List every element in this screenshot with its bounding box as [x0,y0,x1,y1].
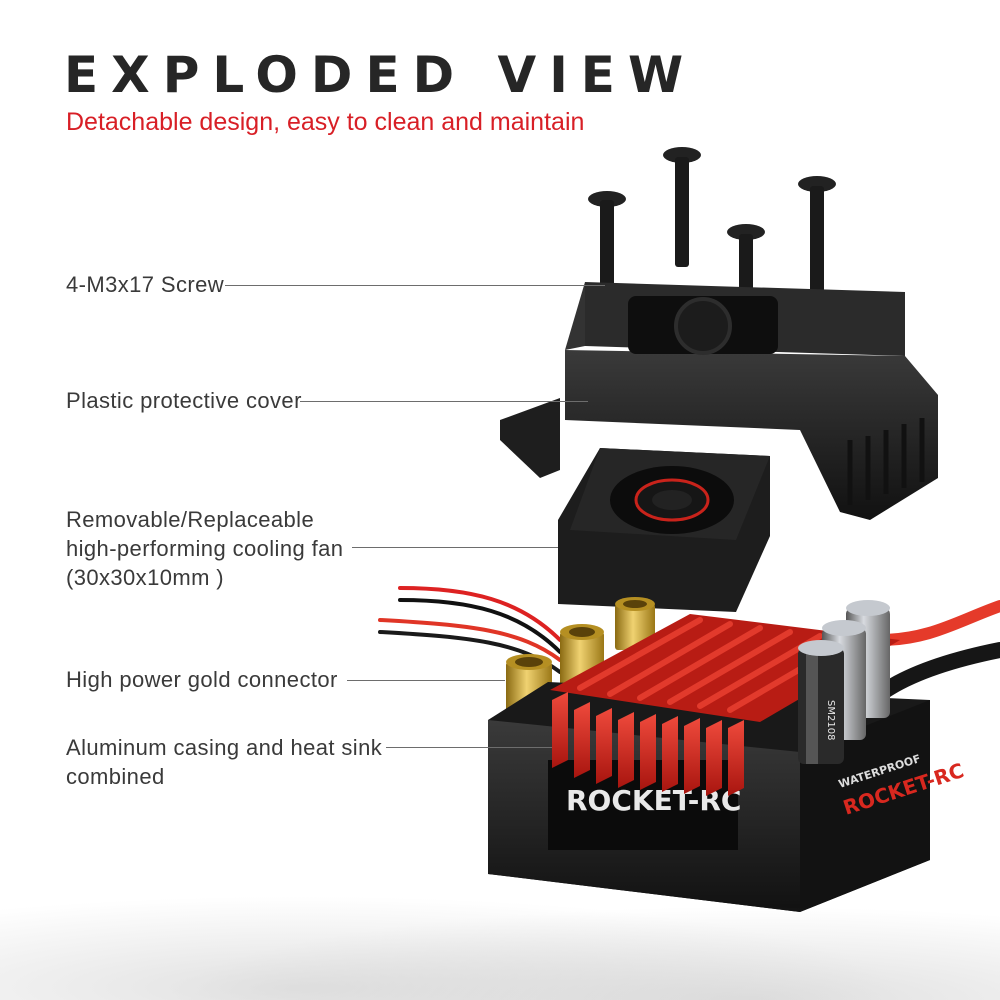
power-wires [378,586,1000,748]
callout-text: Removable/Replaceable [66,507,315,532]
callout-text: High power gold connector [66,667,338,692]
callout-screws: 4-M3x17 Screw [66,270,224,299]
cooling-fan-icon [558,448,770,612]
leader-line [386,747,552,748]
callout-text: Plastic protective cover [66,388,302,413]
page-title: EXPLODED VIEW [64,46,697,104]
callout-text: (30x30x10mm ) [66,565,225,590]
capacitor-label: SM2108 [825,700,836,740]
callout-heat-sink: Aluminum casing and heat sink combined [66,733,382,791]
page-subtitle: Detachable design, easy to clean and mai… [66,108,585,136]
leader-line [300,401,588,402]
callout-text: Aluminum casing and heat sink [66,735,383,760]
screw-icon [663,147,701,267]
leader-line [347,680,505,681]
leader-line [225,285,605,286]
screw-icon [798,176,836,296]
callout-text: high-performing cooling fan [66,536,344,561]
callout-text: 4-M3x17 Screw [66,272,225,297]
callout-protective-cover: Plastic protective cover [66,386,302,415]
protective-cover [500,282,938,520]
leader-line [352,547,558,548]
capacitor-icon: SM2108 [798,640,844,764]
smoke-background [0,880,1000,1000]
screw-icon [588,191,626,310]
callout-text: combined [66,764,165,789]
callout-gold-connector: High power gold connector [66,665,338,694]
callout-cooling-fan: Removable/Replaceable high-performing co… [66,505,343,592]
